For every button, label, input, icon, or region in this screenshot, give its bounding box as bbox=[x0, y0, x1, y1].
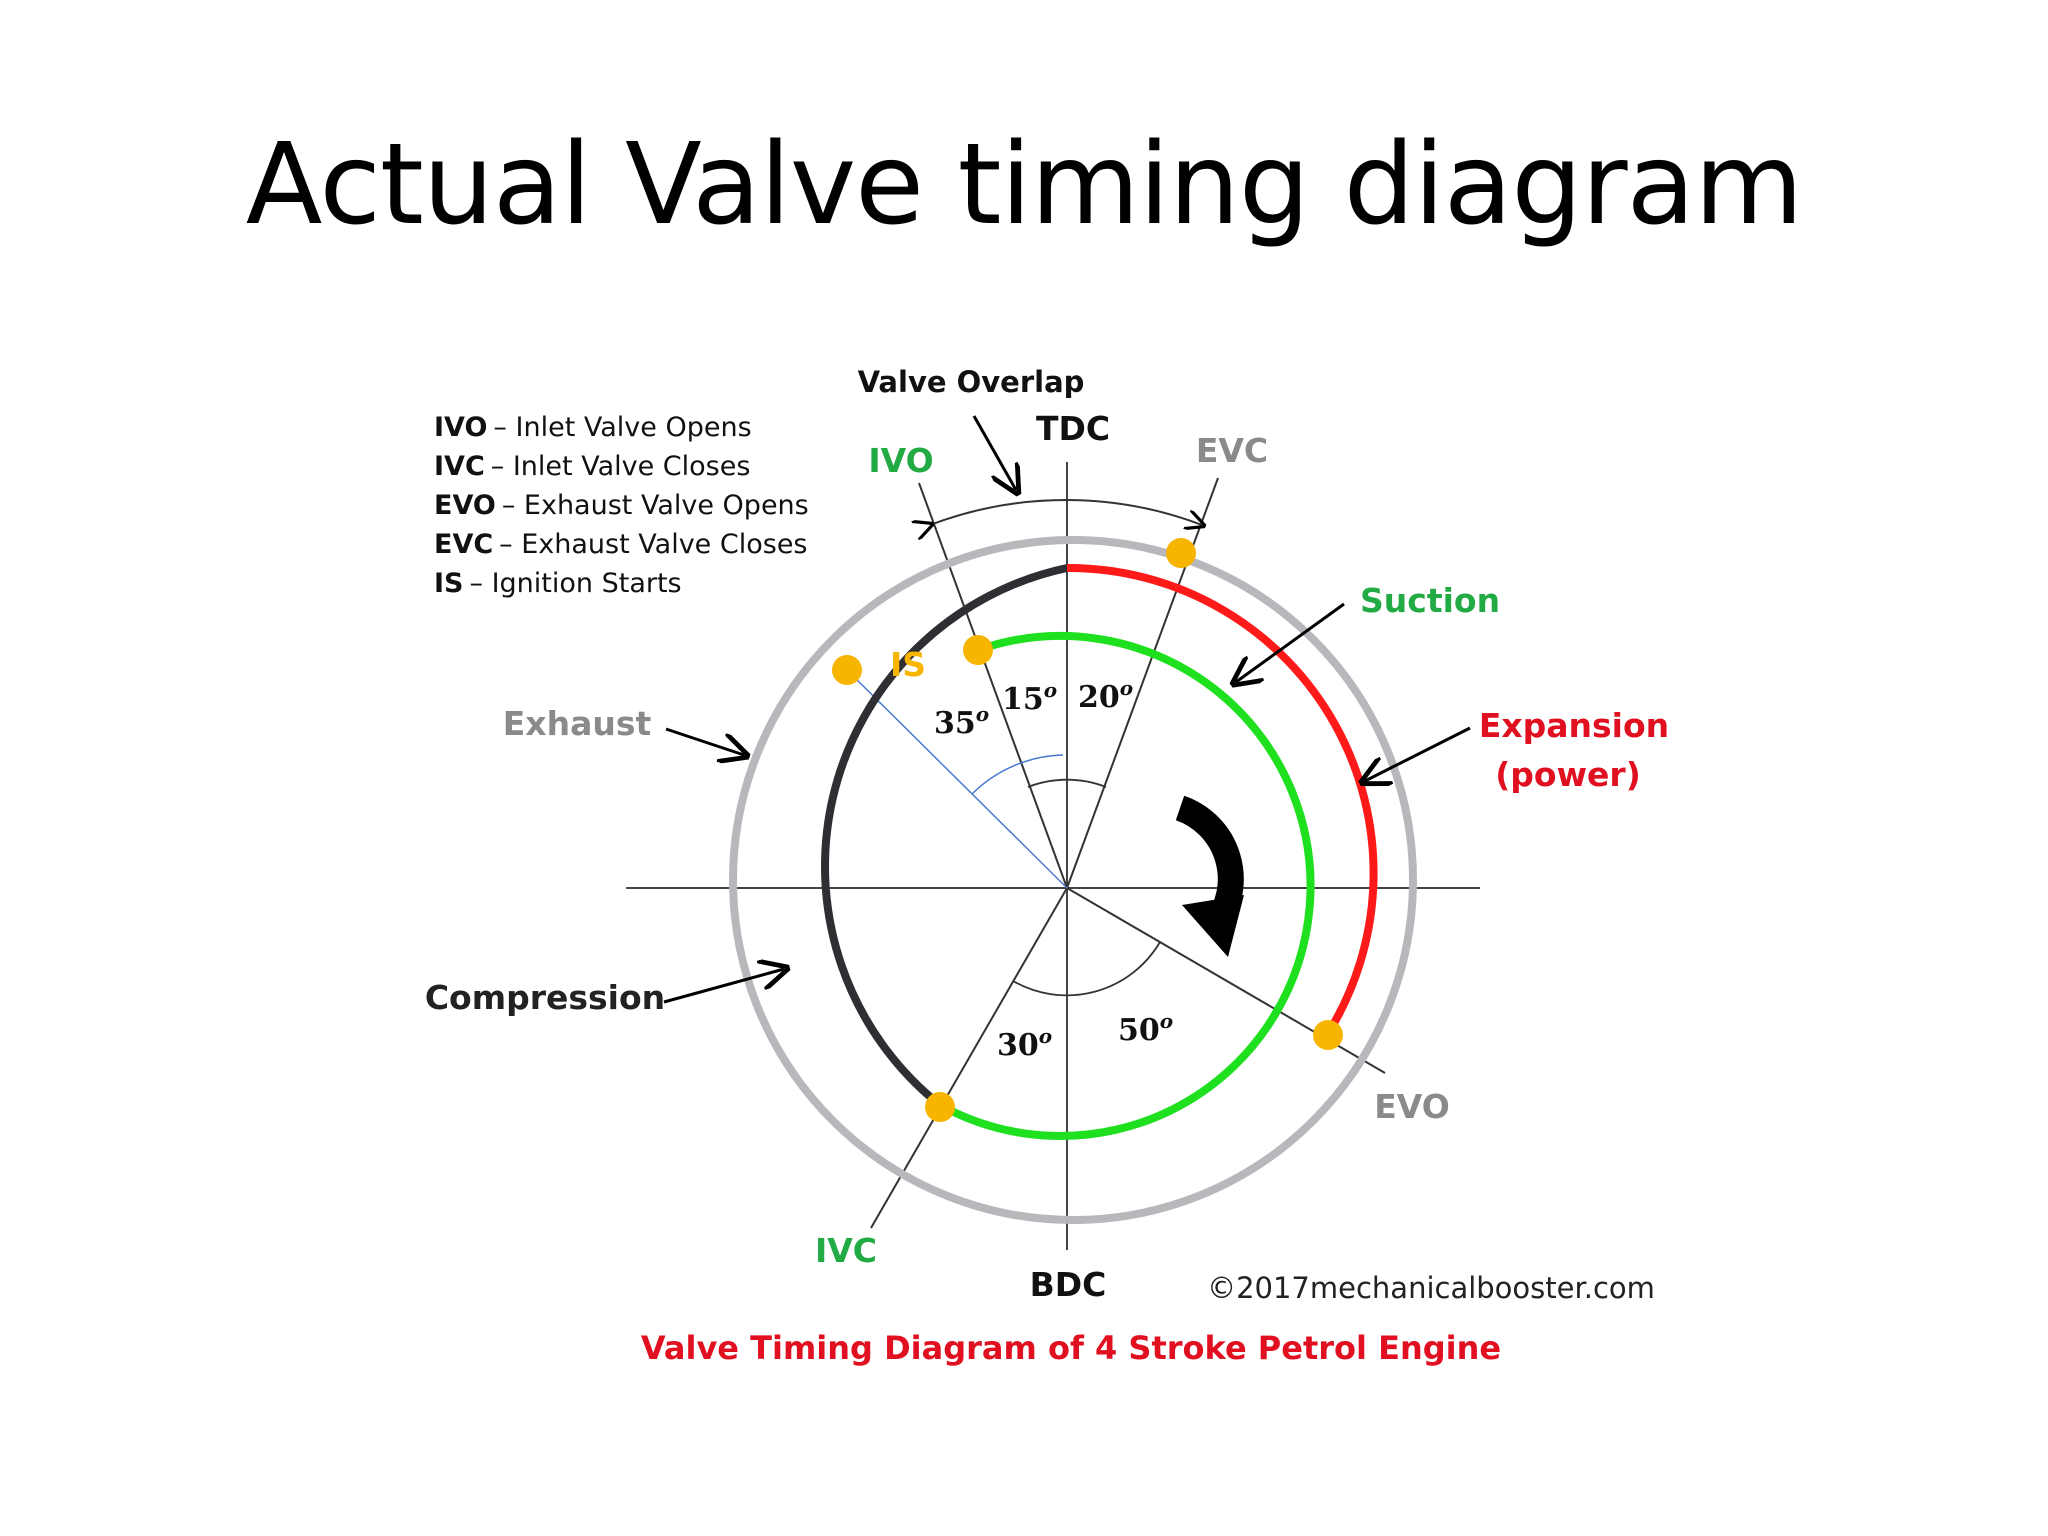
ivo-radial-line bbox=[918, 482, 1068, 889]
copyright-label: ©2017mechanicalbooster.com bbox=[1207, 1271, 1655, 1305]
angle-label-ivo-lead: 15o bbox=[1002, 678, 1057, 717]
angle-label-is-advance: 35o bbox=[934, 702, 989, 741]
ivc-marker bbox=[925, 1092, 955, 1122]
expansion-pointer bbox=[1365, 726, 1471, 781]
power-label: (power) bbox=[1495, 755, 1641, 794]
expansion-label: Expansion bbox=[1479, 706, 1669, 745]
angle-arc-tdc bbox=[1027, 778, 1107, 788]
valve-overlap-label: Valve Overlap bbox=[858, 365, 1085, 399]
ivo-marker bbox=[963, 635, 993, 665]
legend: IVO– Inlet Valve Opens IVC– Inlet Valve … bbox=[434, 412, 809, 599]
legend-item-evc: EVC– Exhaust Valve Closes bbox=[434, 529, 808, 560]
angle-label-evo-lead: 50o bbox=[1118, 1009, 1173, 1048]
ivo-label: IVO bbox=[868, 441, 933, 480]
angle-label-evc-lag: 20o bbox=[1078, 676, 1133, 715]
diagram-caption: Valve Timing Diagram of 4 Stroke Petrol … bbox=[641, 1329, 1501, 1367]
evc-marker bbox=[1166, 538, 1196, 568]
suction-label: Suction bbox=[1360, 581, 1500, 620]
angle-label-ivc-lag: 30o bbox=[997, 1024, 1052, 1063]
ivc-label: IVC bbox=[815, 1231, 877, 1270]
compression-label: Compression bbox=[425, 978, 665, 1017]
angle-arc-is bbox=[971, 754, 1064, 795]
compression-pointer bbox=[663, 969, 784, 1004]
evo-label: EVO bbox=[1374, 1087, 1450, 1126]
compression-stroke-arc bbox=[821, 564, 1068, 1109]
valve-overlap-pointer bbox=[972, 415, 1016, 490]
rotation-direction-icon bbox=[1175, 795, 1244, 957]
bdc-label: BDC bbox=[1030, 1265, 1107, 1304]
exhaust-pointer bbox=[665, 727, 744, 755]
legend-item-is: IS– Ignition Starts bbox=[434, 568, 682, 599]
exhaust-stroke-arc bbox=[729, 536, 1417, 1224]
is-radial-line bbox=[846, 669, 1068, 889]
legend-item-evo: EVO– Exhaust Valve Opens bbox=[434, 490, 809, 521]
is-marker bbox=[832, 655, 862, 685]
expansion-stroke-arc bbox=[1066, 563, 1378, 1038]
tdc-label: TDC bbox=[1036, 409, 1110, 448]
slide-title: Actual Valve timing diagram bbox=[245, 120, 1804, 250]
angle-arc-bdc bbox=[1012, 941, 1161, 997]
evc-label: EVC bbox=[1196, 431, 1268, 470]
exhaust-label: Exhaust bbox=[503, 704, 652, 743]
suction-stroke-arc bbox=[938, 632, 1315, 1140]
legend-item-ivc: IVC– Inlet Valve Closes bbox=[434, 451, 750, 482]
is-label: IS bbox=[890, 645, 926, 684]
suction-pointer bbox=[1236, 602, 1345, 682]
evo-marker bbox=[1313, 1020, 1343, 1050]
legend-item-ivo: IVO– Inlet Valve Opens bbox=[434, 412, 752, 443]
valve-overlap-bracket bbox=[930, 498, 1202, 525]
